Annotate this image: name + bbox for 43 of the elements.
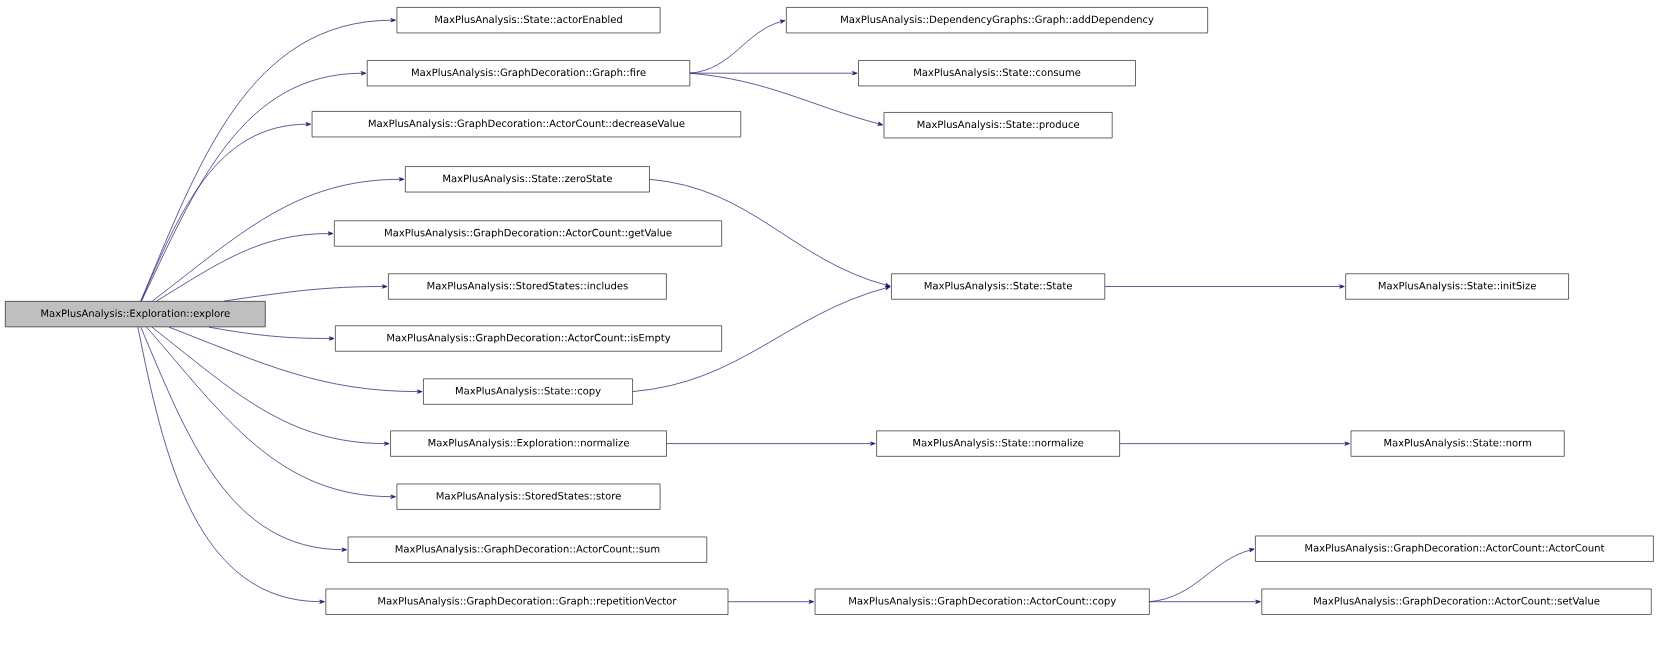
arrow	[1104, 284, 1345, 289]
function-box: MaxPlusAnalysis::StoredStates::includes	[388, 273, 667, 300]
function-box: MaxPlusAnalysis::GraphDecoration::ActorCount::sum	[347, 536, 708, 563]
function-box: MaxPlusAnalysis::GraphDecoration::ActorCount::isEmpty	[335, 325, 722, 352]
arrow	[666, 441, 876, 446]
function-box: MaxPlusAnalysis::GraphDecoration::Graph::fire	[366, 60, 691, 87]
arrow	[689, 19, 786, 74]
function-box: MaxPlusAnalysis::GraphDecoration::ActorCount::copy	[814, 588, 1150, 615]
function-box: MaxPlusAnalysis::GraphDecoration::ActorCount::getValue	[334, 220, 722, 247]
function-box: MaxPlusAnalysis::State::State	[891, 273, 1106, 300]
function-box: MaxPlusAnalysis::Exploration::normalize	[390, 430, 667, 457]
function-box: MaxPlusAnalysis::State::produce	[883, 112, 1113, 139]
arrow	[140, 326, 348, 552]
function-box: MaxPlusAnalysis::State::zeroState	[405, 166, 650, 193]
arrow	[727, 599, 815, 604]
function-box: MaxPlusAnalysis::GraphDecoration::ActorCount::decreaseValue	[311, 111, 742, 138]
arrow	[146, 326, 396, 499]
arrow	[140, 122, 312, 302]
arrow	[168, 326, 423, 394]
function-box: MaxPlusAnalysis::GraphDecoration::ActorCount::ActorCount	[1255, 535, 1654, 562]
arrow	[137, 326, 325, 604]
function-box: MaxPlusAnalysis::StoredStates::store	[396, 483, 661, 510]
function-box: MaxPlusAnalysis::State::initSize	[1345, 273, 1569, 300]
arrow	[152, 177, 405, 302]
arrow	[141, 71, 367, 302]
arrow	[649, 178, 891, 287]
function-box: MaxPlusAnalysis::GraphDecoration::ActorCount::setValue	[1261, 588, 1652, 615]
arrow	[156, 231, 334, 302]
arrow	[1119, 441, 1350, 446]
function-box: MaxPlusAnalysis::State::actorEnabled	[396, 7, 661, 34]
arrow	[223, 284, 388, 302]
function-box: MaxPlusAnalysis::State::consume	[858, 60, 1136, 87]
arrow	[151, 326, 390, 446]
arrow	[208, 326, 335, 341]
arrow	[632, 286, 891, 392]
function-box: MaxPlusAnalysis::Exploration::explore	[5, 301, 266, 328]
arrow	[1149, 599, 1261, 604]
function-box: MaxPlusAnalysis::State::copy	[423, 378, 633, 405]
arrow	[689, 72, 884, 126]
function-box: MaxPlusAnalysis::State::norm	[1350, 430, 1565, 457]
function-box: MaxPlusAnalysis::GraphDecoration::Graph::repetitionVector	[325, 588, 729, 615]
function-box: MaxPlusAnalysis::State::normalize	[876, 430, 1120, 457]
function-box: MaxPlusAnalysis::DependencyGraphs::Graph::addDependency	[786, 7, 1208, 34]
